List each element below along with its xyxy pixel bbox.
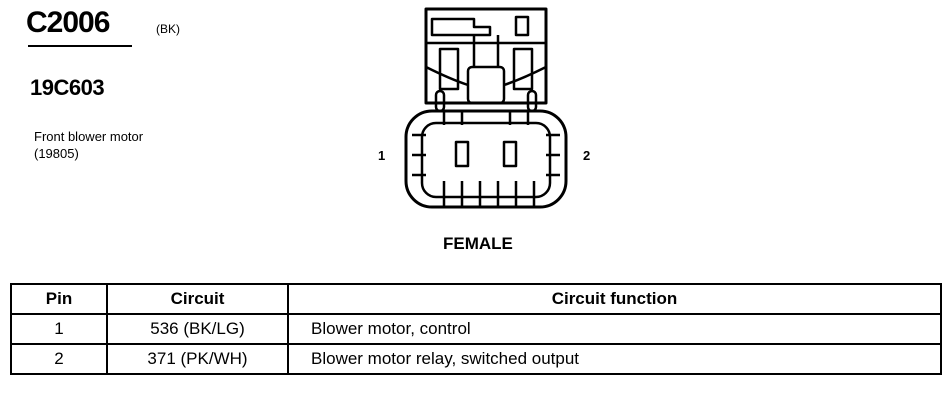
cell-circuit-function: Blower motor relay, switched output [287,343,942,375]
connector-face-diagram [404,7,568,209]
component-name: Front blower motor [34,129,144,144]
connector-face-inner [420,121,552,199]
connector-face-outer [404,109,568,209]
cell-pin: 1 [10,313,108,345]
terminal-cavity-1 [454,140,470,168]
cell-pin: 2 [10,343,108,375]
face-top-ribs [442,111,530,125]
housing-rib-left [434,89,446,113]
latch-tab [430,17,492,37]
table-row: 2 371 (PK/WH) Blower motor relay, switch… [10,343,942,375]
part-number: 19C603 [30,75,105,100]
face-bottom-ribs [442,181,536,207]
pin-table: Pin Circuit Circuit function 1 536 (BK/L… [10,283,942,375]
header-circuit-function: Circuit function [287,283,942,315]
component-base-number: (19805) [34,146,79,161]
connector-latch-housing [424,7,548,105]
housing-rib-right [526,89,538,113]
terminal-cavity-2 [502,140,518,168]
connector-id-underline [28,45,132,47]
cell-circuit: 371 (PK/WH) [106,343,289,375]
latch-stem [472,35,500,67]
table-header-row: Pin Circuit Circuit function [10,283,942,315]
housing-guide-left [438,47,460,91]
latch-slot-right [514,15,530,37]
pin-label-2: 2 [583,148,591,163]
header-pin: Pin [10,283,108,315]
cell-circuit-function: Blower motor, control [287,313,942,345]
connector-id: C2006 [26,6,110,39]
component-description: Front blower motor (19805) [34,128,143,162]
table-row: 1 536 (BK/LG) Blower motor, control [10,313,942,345]
housing-shoulder [425,65,547,87]
cell-circuit: 536 (BK/LG) [106,313,289,345]
pin-label-1: 1 [378,148,386,163]
connector-gender: FEMALE [443,234,513,253]
face-key-right [546,133,560,177]
header-circuit: Circuit [106,283,289,315]
housing-guide-right [512,47,534,91]
face-key-left [412,133,426,177]
latch-lever [466,65,506,105]
connector-color-code: (BK) [156,22,180,36]
